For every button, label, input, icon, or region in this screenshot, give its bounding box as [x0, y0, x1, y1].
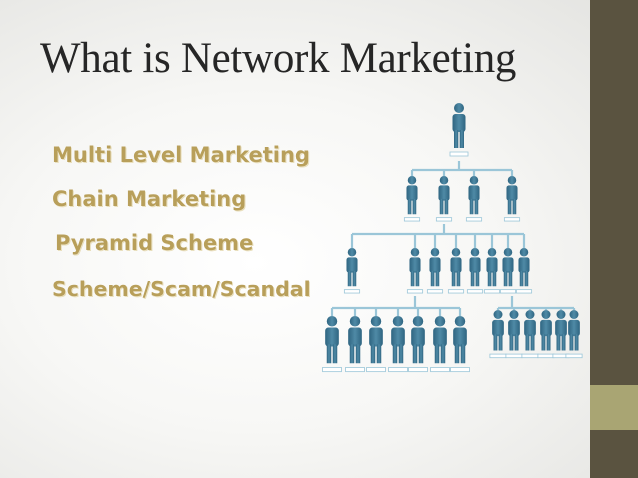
org-person-tier4	[388, 316, 408, 373]
org-person-tier4	[552, 310, 570, 359]
org-person-tier4	[521, 310, 539, 359]
org-person-tier3	[515, 248, 533, 294]
org-person-tier1	[449, 103, 469, 157]
org-person-tier4	[505, 310, 523, 359]
org-person-tier3	[466, 248, 484, 294]
org-person-tier3	[483, 248, 501, 294]
bullet-pyramid-scheme: Pyramid Scheme	[55, 231, 254, 255]
org-person-tier3	[499, 248, 517, 294]
bullet-chain-marketing: Chain Marketing	[52, 187, 247, 211]
org-person-tier3	[447, 248, 465, 294]
org-person-tier2	[503, 176, 521, 222]
bullet-scheme-scam-scandal: Scheme/Scam/Scandal	[52, 277, 311, 301]
org-person-tier4	[537, 310, 555, 359]
bullet-multi-level-marketing: Multi Level Marketing	[52, 143, 310, 167]
org-person-tier4	[430, 316, 450, 373]
org-person-tier3	[343, 248, 361, 294]
org-chart-people-pyramid-icon	[322, 103, 583, 373]
org-person-tier3	[406, 248, 424, 294]
org-person-tier4	[565, 310, 583, 359]
org-person-tier2	[403, 176, 421, 222]
org-person-tier4	[345, 316, 365, 373]
org-person-tier4	[366, 316, 386, 373]
org-person-tier4	[489, 310, 507, 359]
org-person-tier4	[408, 316, 428, 373]
org-person-tier3	[426, 248, 444, 294]
org-person-tier4	[450, 316, 470, 373]
slide-title: What is Network Marketing	[40, 35, 517, 82]
slide-sidebar-accent	[590, 385, 638, 430]
org-person-tier2	[465, 176, 483, 222]
org-person-tier4	[322, 316, 342, 373]
org-person-tier2	[435, 176, 453, 222]
